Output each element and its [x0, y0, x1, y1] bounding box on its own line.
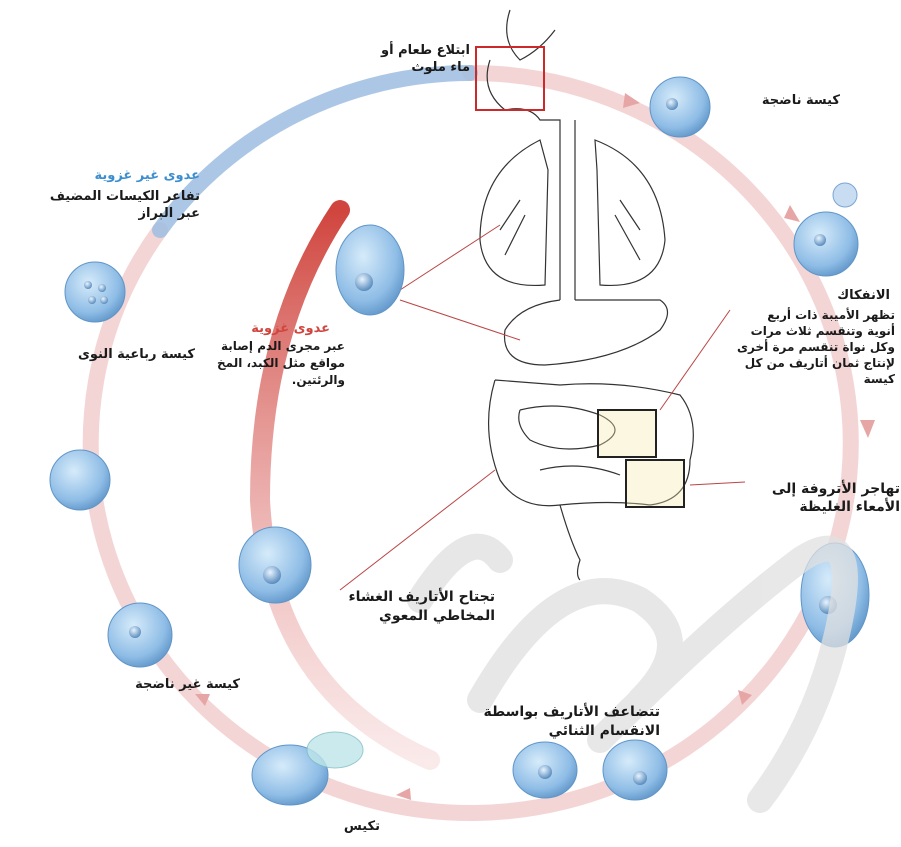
label-excystation-body: تظهر الأميبة ذات أربع أنوية وتنقسم ثلاث … [705, 307, 895, 387]
label-ingestion: ابتلاع طعام أو ماء ملوث [330, 42, 470, 76]
label-encystation: تكيس [300, 818, 380, 835]
label-immature-cyst: كيسة غير ناضجة [90, 676, 240, 693]
mouth-throat-icon [487, 10, 575, 300]
label-noninvasive-body: تفاعر الكيسات المضيف عبر البراز [25, 188, 200, 222]
excystation-cell [794, 183, 858, 276]
cyst-immature [108, 603, 172, 667]
label-invade-mucosa: تجتاح الأتاريف الغشاء المخاطي المعوي [305, 588, 495, 626]
cycle-arc-blue [160, 73, 470, 230]
invasive-trophozoite [336, 225, 404, 315]
intestine-box-2 [626, 460, 684, 507]
cyst-cell-icon [50, 450, 110, 510]
label-migrate: تهاجر الأتروفة إلى الأمعاء الغليظة [730, 480, 900, 516]
lungs-icon [480, 140, 665, 285]
stomach-icon [505, 300, 668, 365]
cyst-tetranucleate [65, 262, 125, 322]
cycle-arrows [195, 93, 875, 800]
cyst-mature [650, 77, 710, 137]
label-mature-cyst: كيسة ناضجة [730, 92, 840, 109]
label-excystation-title: الانفكاك [780, 287, 890, 304]
label-invasive-title: عدوى غزوية [190, 320, 330, 337]
intestine-box-1 [598, 410, 656, 457]
label-invasive-body: عبر مجرى الدم إصابة مواقع مثل الكبد، الم… [160, 338, 345, 389]
mucosa-trophozoite [239, 527, 311, 603]
label-noninvasive-title: عدوى غير غزوية [60, 167, 200, 184]
label-binary-fission: تتضاعف الأتاريف بواسطة الانقسام الثنائي [470, 703, 660, 741]
